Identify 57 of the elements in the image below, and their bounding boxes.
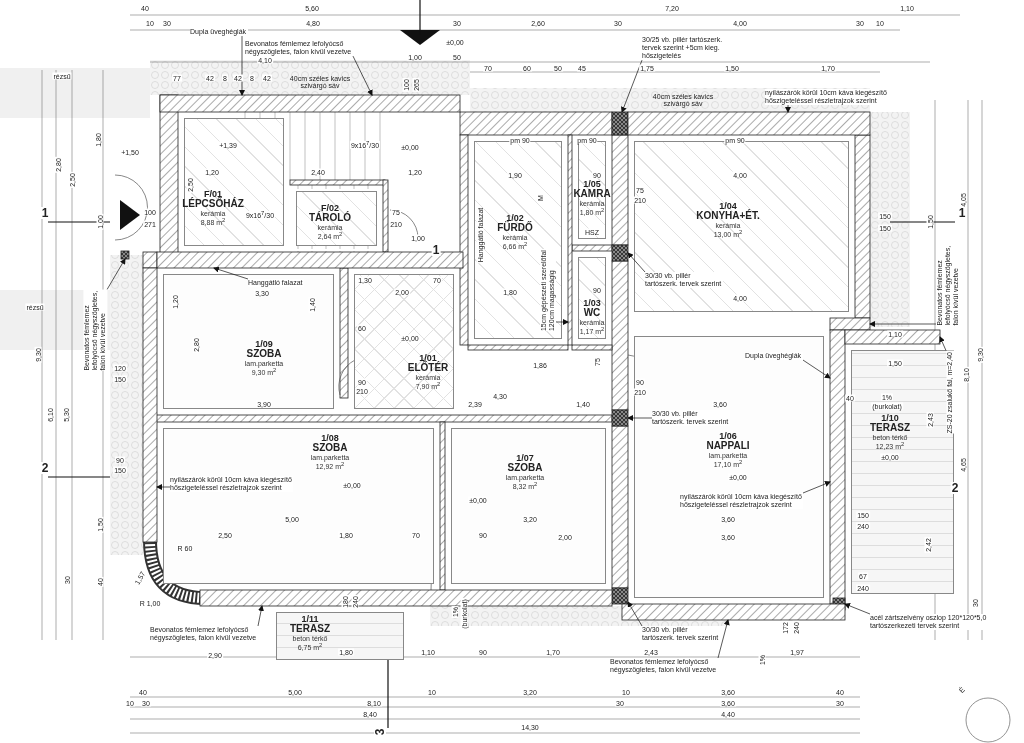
room-area	[634, 141, 849, 312]
room-name: TÁROLÓ	[308, 212, 352, 224]
wall-segment	[142, 267, 158, 543]
room-name: WC	[583, 307, 601, 319]
room-number: 1/03	[583, 298, 601, 308]
room-area	[296, 191, 377, 246]
room-number: 1/11	[301, 614, 319, 624]
pillar	[611, 587, 629, 605]
room-name: ELŐTÉR	[407, 362, 449, 374]
room-number: 1/08	[321, 433, 339, 443]
wall-segment	[829, 317, 871, 331]
room-number: 1/02	[506, 213, 524, 223]
room-number: 1/05	[583, 179, 601, 189]
section-marker: 2	[40, 462, 50, 474]
room-name: SZOBA	[507, 462, 543, 474]
wall-segment	[621, 603, 846, 621]
section-marker: 2	[950, 482, 960, 494]
room-area	[163, 274, 334, 409]
room-name: TERASZ	[870, 422, 910, 434]
room-area	[276, 612, 404, 660]
room-name: LÉPCSŐHÁZ	[182, 198, 244, 210]
room-name: SZOBA	[246, 348, 282, 360]
wall-segment	[567, 134, 573, 346]
pillar	[611, 409, 629, 427]
room-name: FÜRDŐ	[497, 222, 533, 234]
room-area	[354, 274, 454, 409]
room-number: 1/10	[881, 413, 899, 423]
room-number: 1/04	[719, 201, 737, 211]
room-name: TERASZ	[290, 623, 330, 635]
section-marker: 3	[374, 727, 386, 737]
room-name: KONYHA+ÉT.	[696, 210, 760, 222]
room-number: 1/09	[255, 339, 273, 349]
room-area	[474, 141, 562, 339]
downpipe	[120, 250, 130, 260]
wall-segment	[627, 111, 871, 136]
room-name: NAPPALI	[706, 440, 750, 452]
room-area	[578, 257, 606, 339]
room-number: F/02	[321, 203, 339, 213]
room-area	[634, 336, 824, 598]
room-number: F/01	[204, 189, 222, 199]
room-number: 1/01	[419, 353, 437, 363]
pillar	[611, 111, 629, 136]
pillar	[611, 244, 629, 262]
section-marker: 1	[431, 244, 441, 256]
wall-segment	[159, 94, 461, 113]
wall-segment	[844, 329, 941, 345]
section-marker: 1	[957, 207, 967, 219]
leader-line	[785, 104, 791, 113]
room-area	[163, 428, 434, 584]
room-area	[451, 428, 606, 584]
room-number: 1/07	[516, 453, 534, 463]
room-area	[184, 118, 284, 246]
room-name: KAMRA	[573, 188, 611, 200]
room-number: 1/06	[719, 431, 737, 441]
section-marker: 1	[40, 207, 50, 219]
wall-segment	[829, 329, 846, 605]
room-name: SZOBA	[312, 442, 348, 454]
